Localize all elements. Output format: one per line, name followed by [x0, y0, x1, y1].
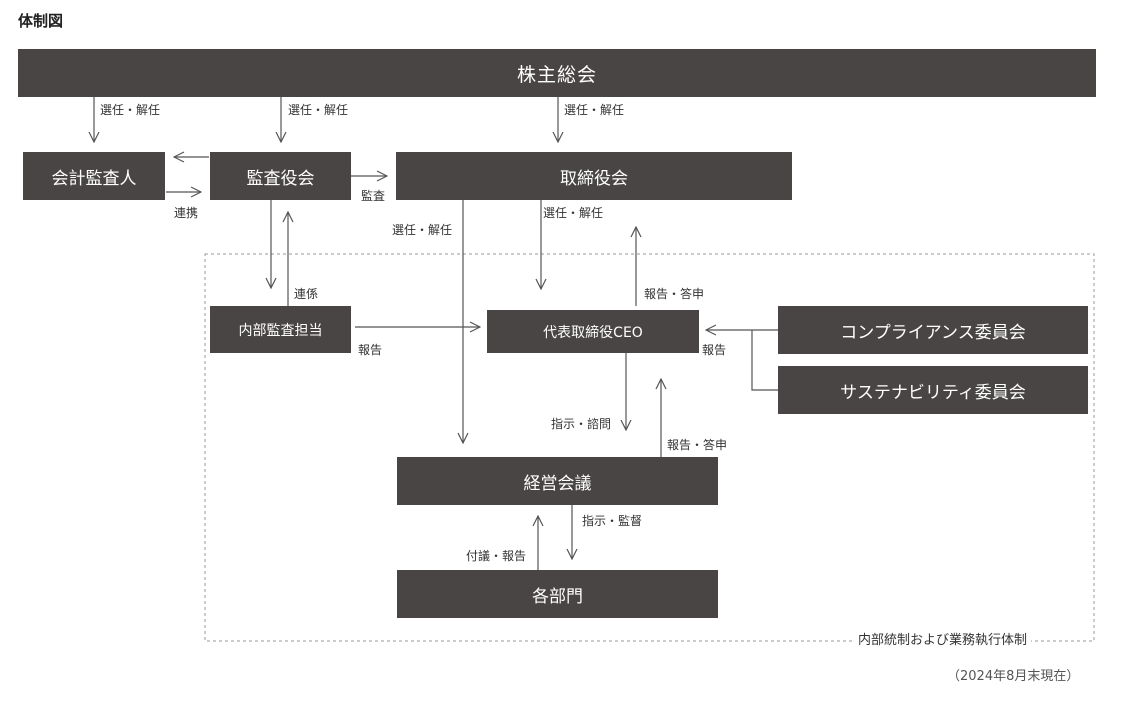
label-instruct-supervise: 指示・監督	[582, 514, 643, 528]
page-title: 体制図	[18, 12, 64, 30]
label-report-reply-board: 報告・答申	[644, 287, 705, 301]
label-elect-management: 選任・解任	[392, 223, 453, 237]
box-board-label: 取締役会	[560, 168, 628, 189]
box-departments-label: 各部門	[532, 586, 583, 607]
label-elect-accounting-auditor: 選任・解任	[100, 103, 161, 117]
label-elect-audit-board: 選任・解任	[288, 103, 349, 117]
connector-committees	[751, 330, 778, 391]
box-management-meeting-label: 経営会議	[523, 473, 592, 494]
label-report-reply-ceo: 報告・答申	[667, 438, 728, 452]
date-note: （2024年8月末現在）	[947, 669, 1080, 684]
box-accounting-auditor: 会計監査人	[23, 152, 165, 200]
box-ceo: 代表取締役CEO	[487, 310, 699, 353]
box-departments: 各部門	[397, 570, 718, 618]
box-compliance-committee: コンプライアンス委員会	[778, 306, 1088, 354]
label-cooperate-internal-audit: 連係	[294, 287, 319, 301]
box-ceo-label: 代表取締役CEO	[543, 324, 643, 341]
box-sustainability-committee: サステナビリティ委員会	[778, 366, 1088, 414]
box-audit-board-label: 監査役会	[246, 168, 315, 189]
box-board: 取締役会	[396, 152, 792, 200]
internal-control-frame	[204, 253, 1095, 642]
label-instruct-consult: 指示・諮問	[551, 417, 612, 431]
box-management-meeting: 経営会議	[397, 457, 718, 505]
box-shareholders-label: 株主総会	[516, 63, 597, 86]
box-audit-board: 監査役会	[210, 152, 351, 200]
label-elect-board: 選任・解任	[564, 103, 625, 117]
frame-label: 内部統制および業務執行体制	[854, 633, 1032, 649]
box-compliance-committee-label: コンプライアンス委員会	[840, 322, 1026, 343]
label-report-committees: 報告	[702, 343, 727, 357]
box-sustainability-committee-label: サステナビリティ委員会	[840, 382, 1026, 403]
box-accounting-auditor-label: 会計監査人	[51, 168, 137, 189]
box-internal-audit-label: 内部監査担当	[238, 322, 323, 339]
label-audit: 監査	[361, 189, 386, 203]
label-report-internal-audit: 報告	[358, 343, 383, 357]
box-internal-audit: 内部監査担当	[210, 306, 351, 353]
label-submit-report: 付議・報告	[466, 549, 527, 563]
box-shareholders: 株主総会	[18, 49, 1096, 97]
label-elect-ceo: 選任・解任	[543, 206, 604, 220]
label-cooperate-auditor: 連携	[174, 206, 199, 220]
